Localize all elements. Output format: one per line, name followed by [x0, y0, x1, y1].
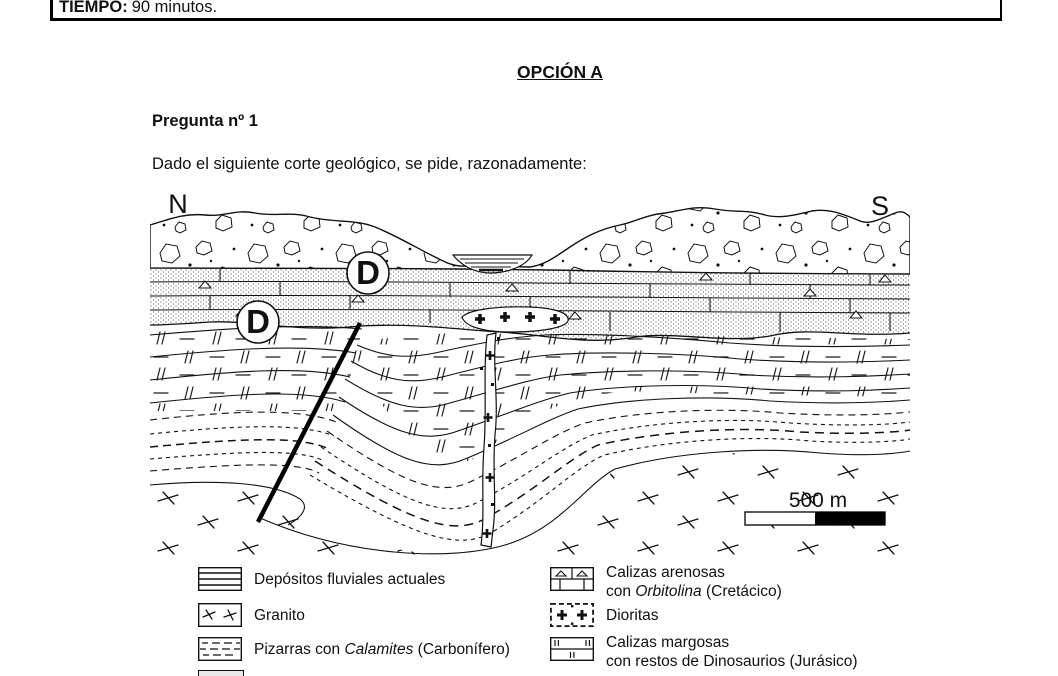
diorites-icon: [550, 603, 594, 627]
legend-item-fluvial: Depósitos fluviales actuales: [198, 567, 445, 591]
slates-icon: [198, 637, 242, 661]
time-label: TIEMPO:: [59, 0, 128, 16]
legend-label-pizarras: Pizarras con Calamites (Carbonífero): [254, 640, 510, 658]
option-title: OPCIÓN A: [517, 62, 603, 82]
south-label: S: [871, 191, 889, 221]
question-number: Pregunta nº 1: [152, 112, 258, 130]
svg-text:D: D: [246, 303, 270, 340]
legend-item-calizas-margosas: Calizas margosas con restos de Dinosauri…: [550, 633, 858, 671]
scale-bar: 500 m: [744, 489, 886, 526]
north-label: N: [168, 189, 188, 219]
legend-item-cutoff-swatch: [198, 670, 244, 676]
diorite-plus-marks: [475, 312, 560, 324]
legend-item-pizarras: Pizarras con Calamites (Carbonífero): [198, 637, 510, 661]
layer-granite: [150, 449, 911, 560]
legend-label-fluvial: Depósitos fluviales actuales: [254, 570, 446, 588]
legend-label-dioritas: Dioritas: [606, 606, 659, 624]
fault-line: [255, 321, 363, 524]
svg-text:D: D: [356, 254, 380, 291]
unconformity-label-d1: D: [346, 251, 390, 295]
unconformity-label-d2: D: [236, 300, 280, 344]
question-prompt: Dado el siguiente corte geológico, se pi…: [152, 155, 587, 173]
cross-section-svg: D D N S 500 m: [149, 189, 911, 560]
scale-bar-label: 500 m: [789, 489, 847, 512]
granite-icon: [198, 603, 242, 627]
legend-item-calizas-arenosas: Calizas arenosas con Orbitolina (Cretáci…: [550, 563, 782, 601]
geological-cross-section: D D N S 500 m: [149, 185, 911, 560]
legend-label-calizas-arenosas: Calizas arenosas con Orbitolina (Cretáci…: [606, 564, 782, 600]
legend-label-granito: Granito: [254, 606, 305, 624]
fluvial-deposits-icon: [198, 567, 242, 591]
time-value: 90 minutos.: [131, 0, 218, 16]
sandy-limestone-icon: [550, 567, 594, 591]
diorite-sill: [461, 306, 569, 333]
layer-fluvial-conglomerate: [149, 206, 911, 275]
marly-limestone-icon: [550, 637, 594, 661]
time-box: TIEMPO: 90 minutos.: [50, 0, 1002, 21]
legend-label-calizas-margosas: Calizas margosas con restos de Dinosauri…: [606, 634, 858, 670]
layer-cretaceous-limestone: [149, 268, 911, 341]
legend-item-dioritas: Dioritas: [550, 603, 659, 627]
granite-contact-line: [259, 449, 911, 555]
legend-item-granito: Granito: [198, 603, 305, 627]
diorite-dike: [461, 306, 569, 548]
